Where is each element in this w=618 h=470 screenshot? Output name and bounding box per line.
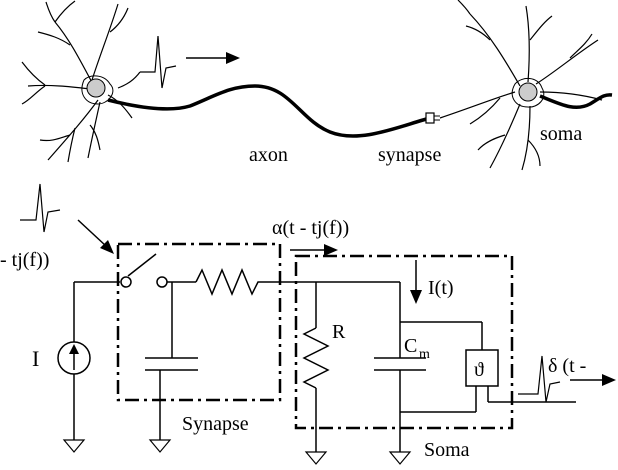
- postsynaptic-neuron: [439, 0, 603, 171]
- postsynaptic-soma-outline: [511, 78, 545, 108]
- capacitor-sub-label: m: [419, 347, 430, 362]
- arrow-icon: [186, 52, 240, 64]
- input-spike-label: - tj(f)): [0, 249, 49, 271]
- soma-box: [294, 254, 514, 430]
- capacitor-c-label: C: [404, 335, 417, 357]
- ground-icon: [304, 451, 328, 465]
- synapse-box-label: Synapse: [182, 413, 249, 435]
- alpha-arrow-icon: [290, 244, 338, 256]
- soma-box-label: Soma: [424, 439, 470, 461]
- current-it-label: I(t): [428, 277, 454, 299]
- ground-icon: [148, 439, 172, 453]
- ground-icon: [62, 439, 86, 453]
- membrane-resistor: [302, 282, 330, 452]
- current-source-icon: [57, 341, 91, 375]
- presynaptic-cell-body: [86, 78, 106, 98]
- current-arrow-icon: [410, 260, 422, 304]
- output-arrow-icon: [570, 374, 616, 386]
- alpha-label: α(t - tj(f)): [272, 217, 349, 239]
- ground-icon: [388, 451, 412, 465]
- threshold-label: ϑ: [474, 359, 484, 381]
- membrane-capacitor: [374, 282, 426, 452]
- synapse-resistor: [195, 268, 400, 296]
- threshold-branch: [400, 321, 576, 413]
- threshold-icon: [465, 349, 499, 387]
- synapse-label: synapse: [378, 144, 441, 166]
- spike-icon: [140, 35, 177, 89]
- synapse-terminal: [425, 112, 435, 124]
- axon-label: axon: [249, 144, 288, 166]
- output-spike-label: δ (t -: [548, 355, 586, 377]
- presynaptic-soma-outline: [81, 75, 114, 105]
- synapse-box: [116, 242, 282, 402]
- output-spike-icon: [518, 355, 561, 403]
- current-source-branch: [73, 281, 120, 440]
- soma-label-top: soma: [540, 123, 582, 145]
- presynaptic-neuron: [21, 0, 141, 163]
- synapse-capacitor: [145, 282, 198, 440]
- input-spike-icon: [20, 183, 61, 233]
- postsynaptic-cell-body: [518, 82, 538, 102]
- synapse-switch: [120, 253, 196, 288]
- postsynaptic-axon: [539, 93, 613, 109]
- input-arrow-icon: [77, 219, 114, 254]
- current-source-label: I: [32, 346, 39, 371]
- axon-fiber: [107, 84, 431, 138]
- resistor-r-label: R: [332, 321, 346, 343]
